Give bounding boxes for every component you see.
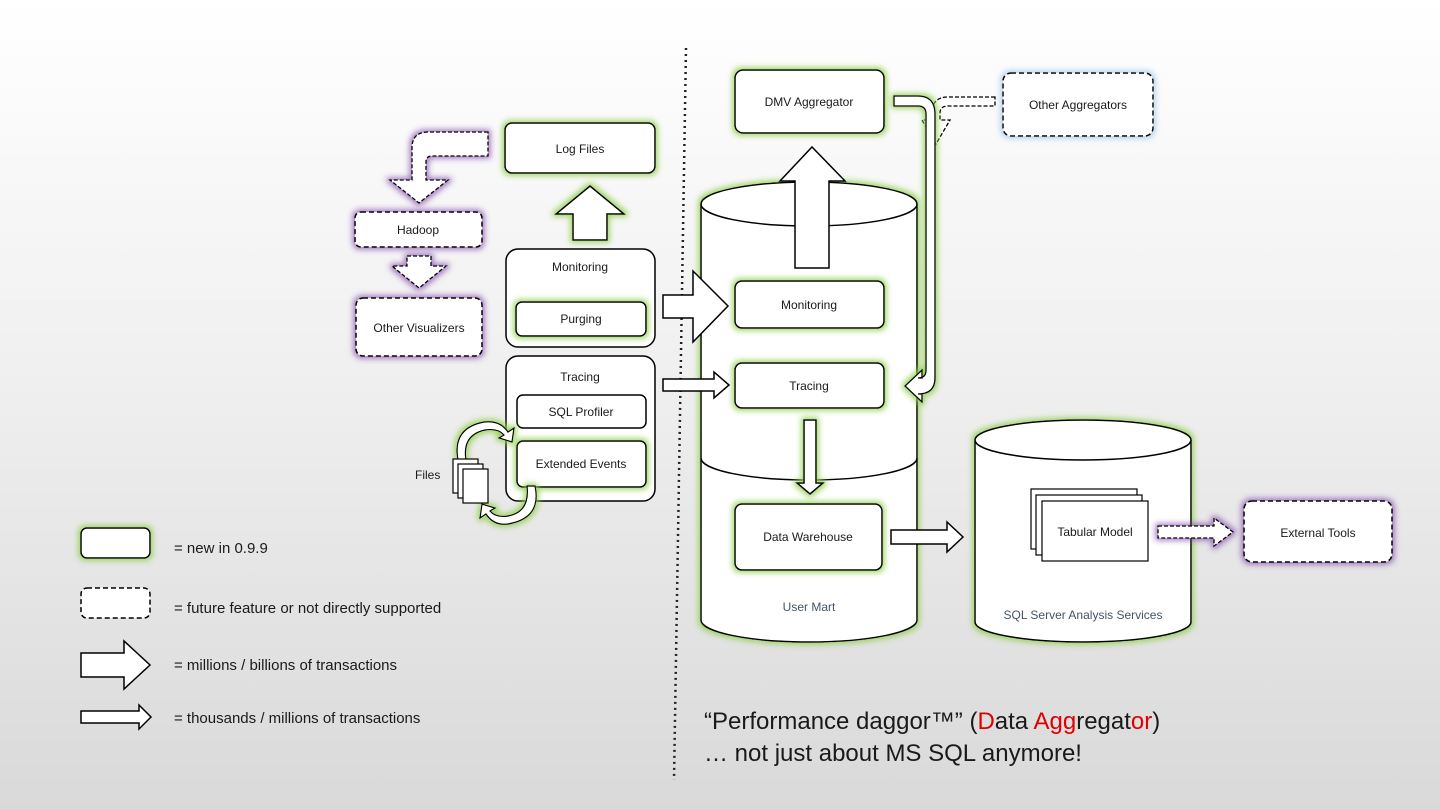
tagline-ata: ata [994,708,1034,735]
curved-arrow-bottom [479,485,537,525]
data-warehouse-box [734,503,883,571]
log-files-box [504,122,656,174]
legend-new-label: = new in 0.9.9 [174,540,268,557]
arrow-hadoop-to-visualizers [390,255,448,289]
tagline-d: D [977,708,995,735]
mart-tracing-box [734,362,885,409]
mart-monitoring-box [734,280,885,329]
ssas-label: SQL Server Analysis Services [1004,608,1163,622]
dmv-aggregator-box [734,69,885,134]
other-aggregators-label: Other Aggregators [1029,98,1127,112]
arrow-tracing-to-mart [662,370,731,400]
legend-millions-label: = millions / billions of transactions [174,657,397,674]
arrow-down-to-warehouse [794,419,826,495]
files-label: Files [415,468,440,482]
hadoop-box [354,211,483,248]
sql-profiler-label: SQL Profiler [549,405,614,419]
other-visualizers-label: Other Visualizers [373,321,464,335]
tagline-close: ) [1152,708,1161,735]
arrow-warehouse-to-ssas [890,520,965,554]
bent-arrow-dmv-to-tracing [893,95,936,404]
tracing-group-label: Tracing [560,370,600,384]
purging-box [515,301,647,337]
legend-new-swatch [80,527,151,559]
other-aggregators-box [1002,72,1154,137]
legend-thousands-label: = thousands / millions of transactions [174,710,420,727]
tagline-regat: regat [1076,708,1131,735]
tagline-line-1: “Performance daggor™” (Data Aggregator) [704,708,1160,736]
bent-arrow-other-aggregators [920,96,996,146]
data-warehouse-label: Data Warehouse [763,530,853,544]
big-arrow-monitoring-to-mart [662,269,730,344]
sql-profiler-box [516,394,647,429]
monitoring-group-label: Monitoring [552,260,608,274]
tagline-line-2: … not just about MS SQL anymore! [704,740,1082,767]
files-icon [452,458,489,504]
other-visualizers-box [355,297,483,357]
arrow-up-to-log-files [553,185,627,241]
arrow-tabular-to-external [1157,516,1235,548]
dmv-aggregator-label: DMV Aggregator [765,95,854,109]
mart-tracing-label: Tracing [789,379,829,393]
log-files-label: Log Files [556,142,605,156]
user-mart-label: User Mart [783,600,836,614]
legend-big-arrow [80,639,152,691]
legend-future-swatch [80,587,151,619]
extended-events-label: Extended Events [536,457,627,471]
mart-monitoring-label: Monitoring [781,298,837,312]
hadoop-label: Hadoop [397,223,439,237]
legend-small-arrow [80,703,153,731]
tagline-or: or [1130,708,1153,735]
legend-future-label: = future feature or not directly support… [174,600,441,617]
big-arrow-up-dmv [778,145,847,269]
dotted-divider [672,47,688,781]
tabular-model-label: Tabular Model [1057,525,1132,539]
tagline-open: “Performance daggor™” ( [704,708,978,735]
external-tools-box [1243,500,1393,563]
external-tools-label: External Tools [1280,526,1355,540]
tagline-agg: Agg [1033,708,1077,735]
purging-label: Purging [560,312,601,326]
extended-events-box [516,440,647,488]
tabular-model-stack [1030,488,1149,562]
curved-arrow-top [456,421,515,461]
bent-arrow-into-hadoop [388,131,489,204]
